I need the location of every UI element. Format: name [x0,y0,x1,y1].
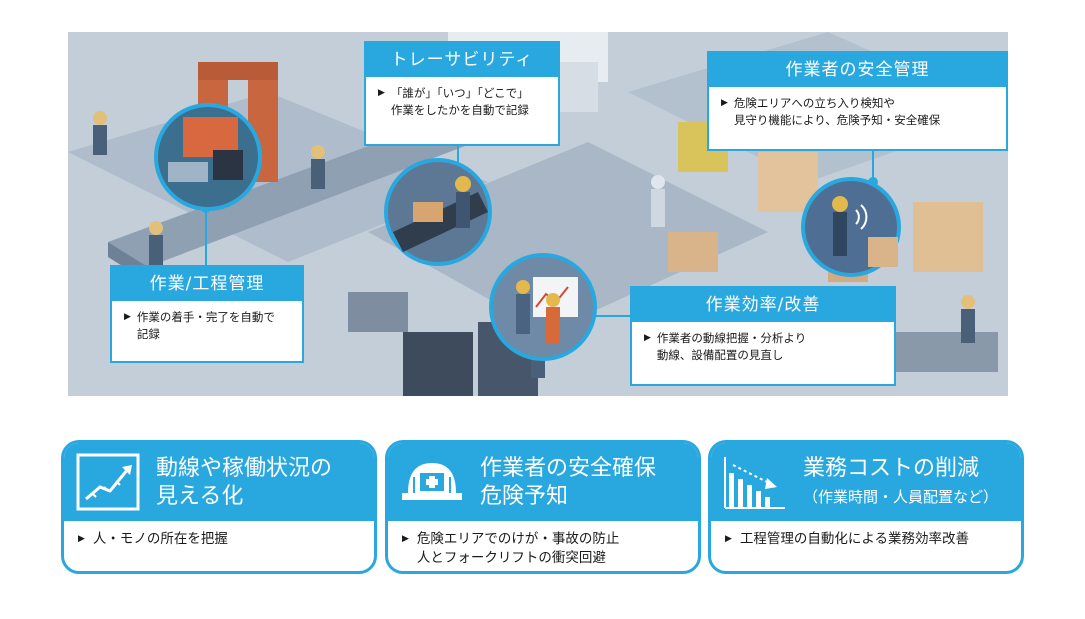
callout-text-line: 「誰が」「いつ」「どこで」 [390,86,529,100]
magnifier-workers-analysis [489,253,597,361]
callout-work-process-management: 作業/工程管理 ▶ 作業の着手・完了を自動で 記録 [110,265,304,363]
card-desc-line: 危険エリアでのけが・事故の防止 [416,531,620,547]
callout-text-line: 動線、設備配置の見直し [656,348,784,362]
card-title-line: 作業者の安全確保 [480,456,657,481]
safety-helmet-icon [402,463,462,500]
callout-worker-safety-management: 作業者の安全管理 ▶ 危険エリアへの立ち入り検知や 見守り機能により、危険予知・… [707,51,1008,151]
card-subtitle: （作業時間・人員配置など） [803,488,999,506]
magnifier-conveyor-inspection [154,103,262,211]
trend-chart-icon [76,453,140,511]
bullet-icon: ▶ [721,98,728,108]
card-title-line: 業務コストの削減 [803,456,980,481]
callout-text-line: 作業をしたかを自動で記録 [390,103,529,117]
card-desc-line: 人・モノの所在を把握 [92,531,228,547]
callout-text-line: 作業の着手・完了を自動で [136,310,275,324]
callout-text-line: 作業者の動線把握・分析より [656,331,807,345]
callout-text-line: 危険エリアへの立ち入り検知や [733,96,895,110]
card-desc-line: 工程管理の自動化による業務効率改善 [739,531,970,547]
benefit-card-cost-reduction: 業務コストの削減 （作業時間・人員配置など） ▶ 工程管理の自動化による業務効率… [708,440,1024,574]
card-title-line: 危険予知 [480,484,569,509]
bullet-icon: ▶ [378,88,385,98]
callout-text-line: 記録 [136,327,160,341]
card-title-line: 見える化 [156,484,244,509]
benefit-card-visualization: 動線や稼働状況の 見える化 ▶ 人・モノの所在を把握 [61,440,377,574]
card-title-line: 動線や稼働状況の [156,456,333,481]
callout-title: トレーサビリティ [366,43,558,77]
callout-title: 作業/工程管理 [112,267,302,301]
magnifier-worker-tablet [801,177,901,277]
bullet-icon: ▶ [402,534,409,544]
callout-traceability: トレーサビリティ ▶ 「誰が」「いつ」「どこで」 作業をしたかを自動で記録 [364,41,560,146]
callout-text-line: 見守り機能により、危険予知・安全確保 [733,113,941,127]
callout-title: 作業効率/改善 [632,288,894,322]
bullet-icon: ▶ [124,312,131,322]
bullet-icon: ▶ [644,333,651,343]
cost-reduction-chart-icon [724,457,785,509]
callout-title: 作業者の安全管理 [709,53,1006,87]
card-desc-line: 人とフォークリフトの衝突回避 [416,550,606,566]
magnifier-worker-conveyor [384,158,492,266]
factory-illustration: 作業/工程管理 ▶ 作業の着手・完了を自動で 記録 トレーサビリティ ▶ 「誰が… [68,32,1008,396]
bullet-icon: ▶ [725,534,732,544]
bullet-icon: ▶ [78,534,85,544]
callout-work-efficiency-improvement: 作業効率/改善 ▶ 作業者の動線把握・分析より 動線、設備配置の見直し [630,286,896,386]
benefit-card-safety: 作業者の安全確保 危険予知 ▶ 危険エリアでのけが・事故の防止 人とフォークリフ… [385,440,701,574]
